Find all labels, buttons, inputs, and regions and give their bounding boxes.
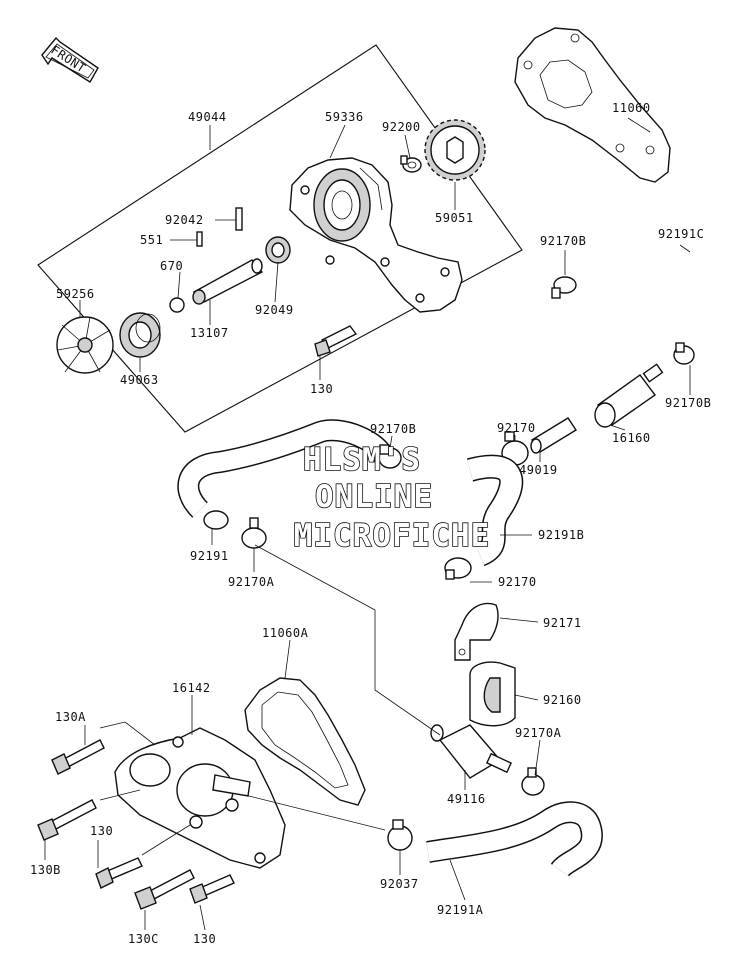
leader-lines [44,117,691,931]
hose-clamp-icon [673,342,695,365]
fitting-icon [530,417,577,454]
part-label: 670 [160,259,183,273]
filter-icon [594,363,664,428]
pump-housing-icon [289,157,463,313]
part-label: 59256 [56,287,95,301]
bolt-icon [95,857,143,889]
part-label: 92042 [165,213,204,227]
part-label: 92049 [255,303,294,317]
o-ring-icon [169,297,185,313]
part-label: 92160 [543,693,582,707]
bolt-icon [134,869,195,910]
pump-cover-gasket-icon [244,677,366,806]
small-pin-icon [196,231,203,247]
front-arrow-icon: FRONT [41,36,99,83]
part-label: 92170B [665,396,711,410]
hose-clamp-icon [241,517,267,549]
gear-icon [424,119,486,181]
bracket-icon [454,602,499,661]
part-label: 59051 [435,211,474,225]
watermark-line-2: ONLINE [315,479,433,515]
pin-icon [235,207,243,231]
part-label: 130 [193,932,216,946]
watermark: HLSM'S ONLINE MICROFICHE [293,441,491,555]
part-label: 130 [310,382,333,396]
watermark-line-3: MICROFICHE [294,518,491,554]
part-label: 13107 [190,326,229,340]
part-label: 130B [30,863,61,877]
bolt-icon [37,799,97,841]
bolt-icon [314,325,358,357]
part-label: 92170B [370,422,416,436]
outlet-pipe-icon [430,724,513,779]
hose-clamp-icon [551,276,577,299]
gasket-icon [514,27,671,183]
hose-clamp-icon [521,767,545,796]
part-label: 92200 [382,120,421,134]
hose-clamp-icon [378,444,402,469]
bolt-icon [189,874,235,904]
part-label: 130A [55,710,86,724]
assembly-outline-box [37,44,523,433]
hose-clamp-icon [444,557,472,580]
watermark-line-1: HLSM'S [303,442,421,478]
part-label: 16160 [612,431,651,445]
bolt-icon [51,739,105,775]
washer-icon [400,155,422,173]
part-label: 92191B [538,528,584,542]
hose-clamp-icon [387,819,413,851]
impeller-icon [56,316,114,374]
part-labels: 49044 59336 92200 11060 92042 551 670 59… [30,101,711,946]
part-label: 130 [90,824,113,838]
part-label: 92170A [515,726,562,740]
part-label: 49116 [447,792,486,806]
part-label: 130C [128,932,159,946]
part-label: 11060 [612,101,651,115]
part-label: 92171 [543,616,582,630]
part-label: 49063 [120,373,159,387]
part-label: 92037 [380,877,419,891]
pump-cover-icon [114,727,286,869]
part-label: 49044 [188,110,227,124]
part-label: 59336 [325,110,364,124]
part-label: 92170B [540,234,586,248]
mechanical-seal-icon [119,312,161,358]
part-label: 92170 [498,575,537,589]
part-label: 92191A [437,903,484,917]
part-label: 551 [140,233,163,247]
part-label: 49019 [519,463,558,477]
part-label: 92170 [497,421,536,435]
part-label: 92191 [190,549,229,563]
rubber-damper-icon [469,661,516,727]
oil-seal-icon [265,236,291,264]
part-label: 92170A [228,575,275,589]
part-label: 16142 [172,681,211,695]
shaft-icon [192,258,264,305]
part-label: 92191C [658,227,704,241]
part-label: 11060A [262,626,309,640]
